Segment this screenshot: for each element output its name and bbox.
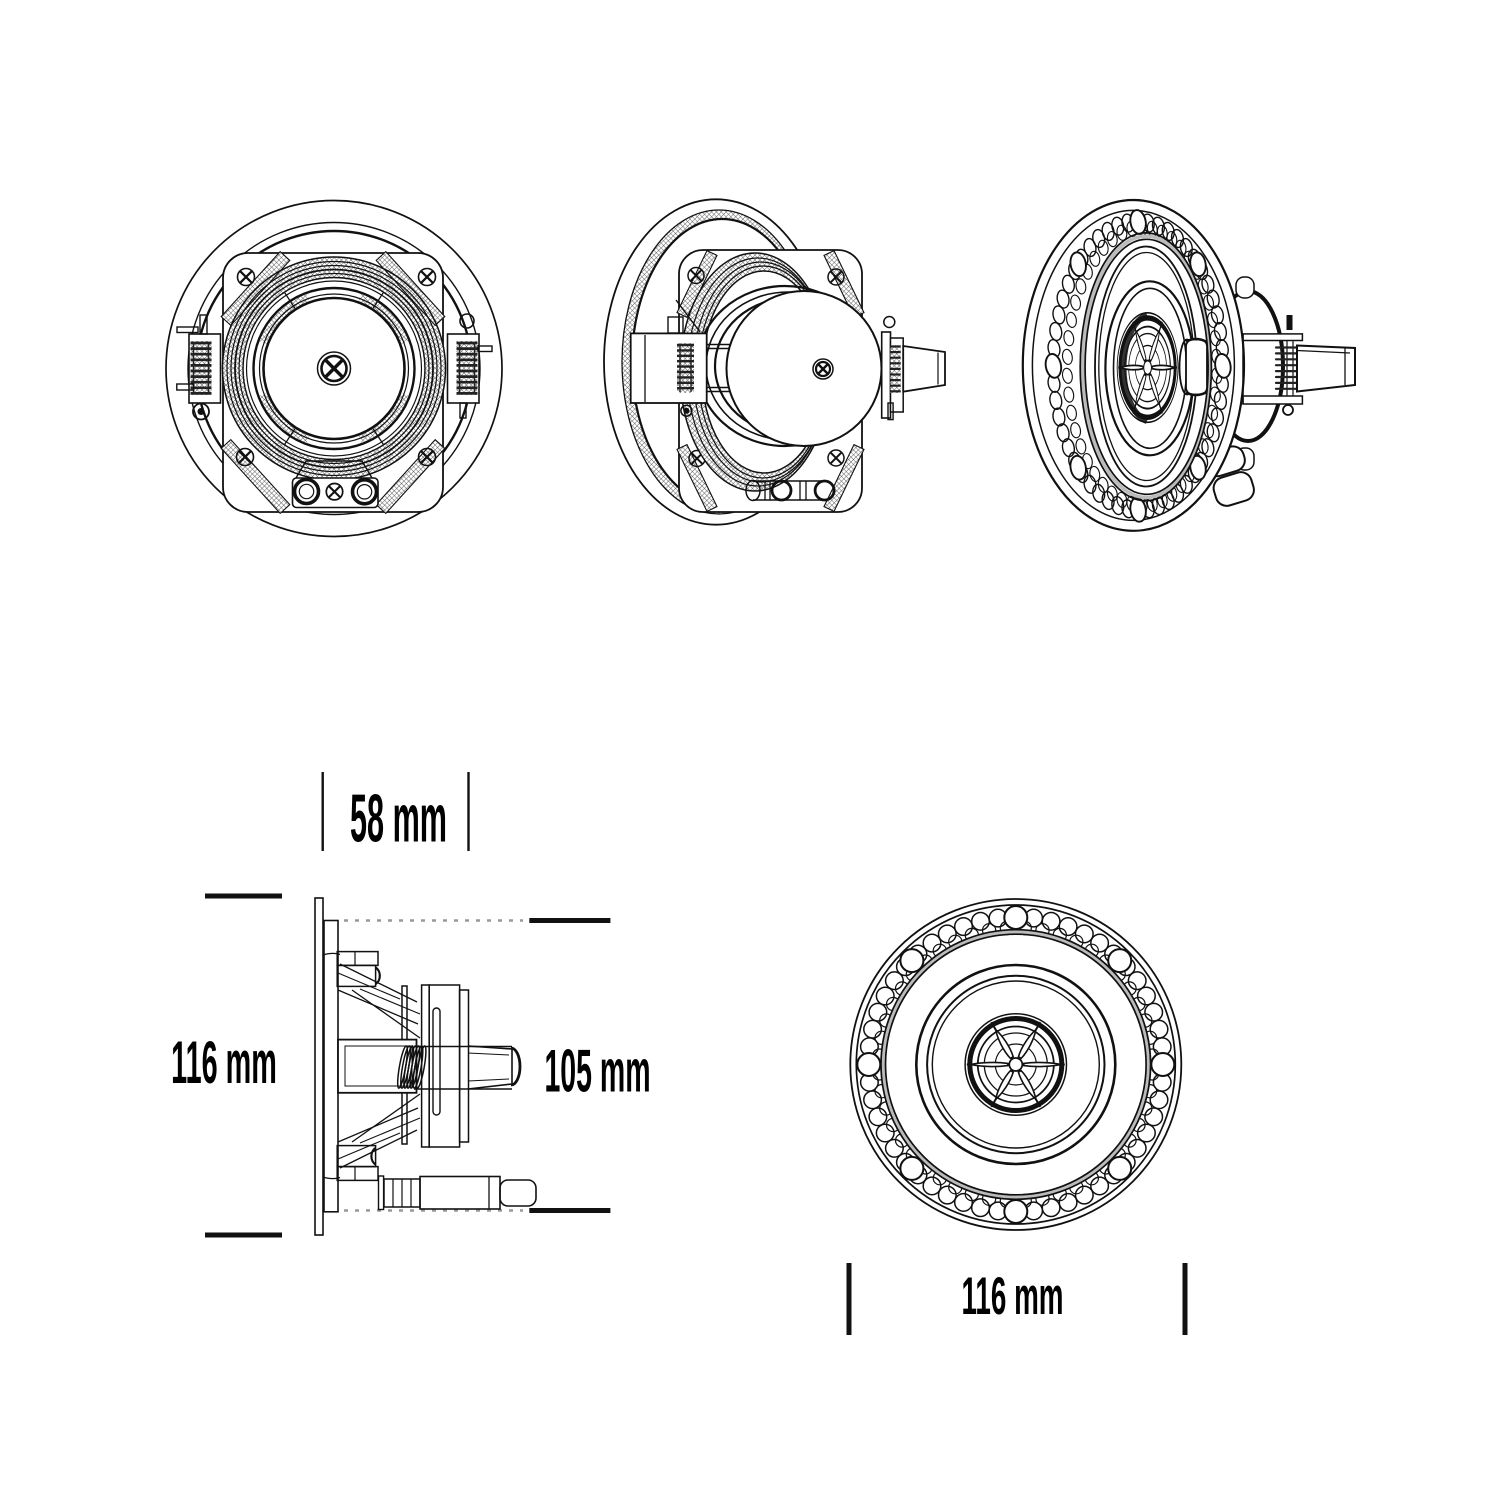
svg-text:58 mm: 58 mm: [350, 781, 447, 857]
svg-text:116 mm: 116 mm: [171, 1028, 277, 1096]
svg-text:116 mm: 116 mm: [961, 1267, 1063, 1326]
svg-text:105 mm: 105 mm: [544, 1037, 650, 1105]
